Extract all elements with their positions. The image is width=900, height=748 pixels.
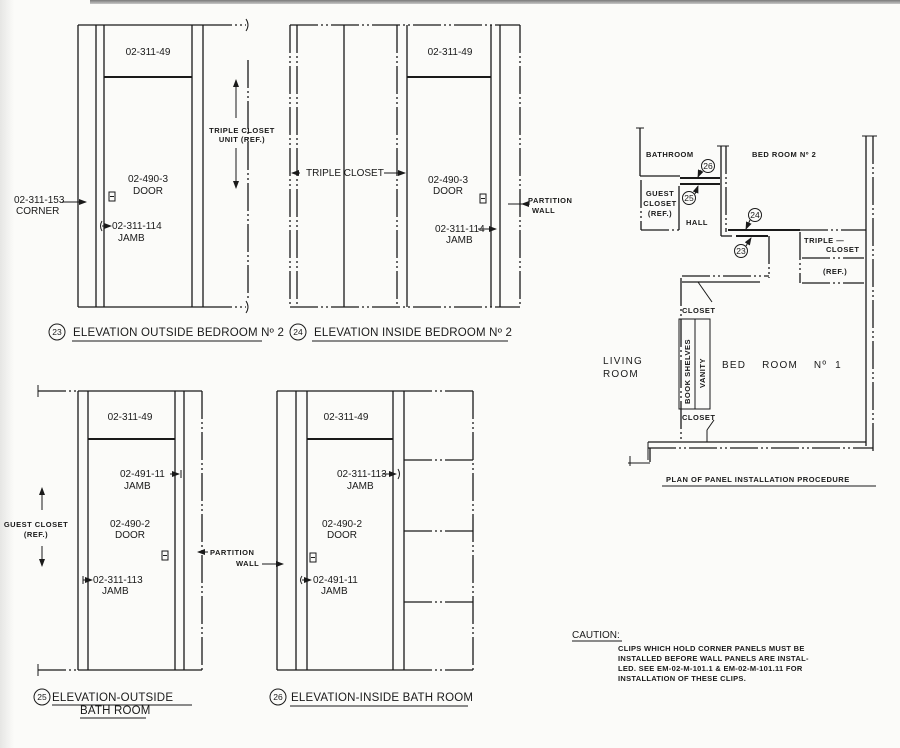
caution-line-4: INSTALLATION OF THESE CLIPS. — [618, 674, 746, 683]
door-code: 02-490-2 — [110, 519, 150, 530]
elevation-25-title-line1: ELEVATION-OUTSIDE — [52, 692, 173, 704]
jamb-bottom-label: JAMB — [321, 586, 348, 597]
transom-code: 02-311-49 — [428, 47, 473, 58]
closet-top-label: CLOSET — [682, 306, 715, 315]
scan-edge-band — [90, 0, 900, 4]
jamb-top-label: JAMB — [124, 481, 151, 492]
detail-marker-25 — [33, 688, 51, 706]
corner-code: 02-311-153 — [14, 195, 65, 206]
guest-closet-ref-line1: GUEST CLOSET — [4, 520, 68, 529]
vanity-label: VANITY — [698, 358, 707, 388]
book-shelves-label: BOOK SHELVES — [683, 339, 692, 404]
transom-code: 02-311-49 — [126, 47, 171, 58]
door-handle-icon — [108, 191, 116, 202]
door-label: DOOR — [115, 530, 145, 541]
door-label: DOOR — [433, 186, 463, 197]
door-code: 02-490-3 — [128, 174, 168, 185]
closet-bottom-label: CLOSET — [682, 413, 715, 422]
elevation-24-title: ELEVATION INSIDE BEDROOM Nº 2 — [314, 327, 512, 339]
jamb-top-code: 02-491-11 — [120, 469, 165, 480]
svg-text:24: 24 — [293, 327, 303, 337]
living-room-line2: ROOM — [603, 369, 639, 380]
elevation-24: 02-311-49 02-490-3 DOOR 02-311-114 JAMB … — [289, 24, 572, 342]
partition-wall-line2: WALL — [236, 559, 259, 568]
svg-text:26: 26 — [273, 692, 283, 702]
caution-note: CAUTION: CLIPS WHICH HOLD CORNER PANELS … — [572, 630, 809, 683]
guest-closet-ref-line2: (REF.) — [24, 530, 48, 539]
jamb-top-code: 02-311-113 — [337, 469, 387, 480]
svg-text:23: 23 — [52, 327, 62, 337]
door-handle-icon — [309, 552, 317, 563]
transom-code: 02-311-49 — [108, 412, 153, 423]
triple-closet-ref-line1: TRIPLE CLOSET — [209, 126, 275, 135]
plan-marker-23 — [734, 244, 748, 258]
caution-line-2: INSTALLED BEFORE WALL PANELS ARE INSTAL- — [618, 654, 809, 663]
svg-text:26: 26 — [703, 161, 713, 171]
jamb-label: JAMB — [446, 235, 473, 246]
living-room-line1: LIVING — [603, 356, 643, 367]
triple-closet-ref: (REF.) — [823, 267, 847, 276]
transom-code: 02-311-49 — [324, 412, 369, 423]
jamb-bottom-code: 02-491-11 — [313, 575, 358, 586]
caution-heading: CAUTION: — [572, 630, 620, 641]
caution-line-3: LED. SEE EM-02-M-101.1 & EM-02-M-101.11 … — [618, 664, 803, 673]
plan-marker-24 — [748, 208, 762, 222]
svg-text:25: 25 — [684, 193, 694, 203]
detail-marker-23 — [48, 323, 66, 341]
plan-title: PLAN OF PANEL INSTALLATION PROCEDURE — [666, 475, 850, 484]
plan-marker-26 — [701, 159, 715, 173]
jamb-bottom-label: JAMB — [102, 586, 129, 597]
triple-closet-line2: CLOSET — [826, 245, 859, 254]
corner-label: CORNER — [16, 206, 59, 217]
guest-closet-line3: (REF.) — [648, 209, 672, 218]
triple-closet-label: TRIPLE CLOSET — [306, 168, 384, 179]
door-label: DOOR — [133, 186, 163, 197]
guest-closet-line1: GUEST — [646, 189, 674, 198]
triple-closet-ref-line2: UNIT (REF.) — [219, 135, 265, 144]
elevation-26-title: ELEVATION-INSIDE BATH ROOM — [291, 692, 473, 704]
room-bedroom-2: BED ROOM Nº 2 — [752, 150, 816, 159]
plan-marker-25 — [682, 191, 696, 205]
partition-wall-line1: PARTITION — [210, 548, 254, 557]
jamb-code: 02-311-114 — [112, 221, 162, 232]
room-hall: HALL — [686, 218, 708, 227]
partition-wall-line1: PARTITION — [528, 196, 572, 205]
elevation-25-title-line2: BATH ROOM — [80, 705, 151, 717]
elevation-25: 02-311-49 02-491-11 JAMB 02-490-2 DOOR 0… — [4, 385, 284, 719]
partition-wall-line2: WALL — [532, 206, 555, 215]
guest-closet-line2: CLOSET — [643, 199, 676, 208]
elevation-23-title: ELEVATION OUTSIDE BEDROOM Nº 2 — [73, 327, 284, 339]
floor-plan: BATHROOM BED ROOM Nº 2 GUEST CLOSET (REF… — [603, 127, 877, 487]
svg-text:24: 24 — [750, 210, 760, 220]
door-handle-icon — [479, 193, 487, 204]
jamb-label: JAMB — [118, 233, 145, 244]
jamb-top-label: JAMB — [347, 481, 374, 492]
scan-edge-shade — [0, 0, 14, 748]
elevation-23: 02-311-49 02-490-3 DOOR 02-311-114 JAMB … — [14, 18, 284, 342]
room-bathroom: BATHROOM — [646, 150, 694, 159]
door-handle-icon — [161, 550, 169, 561]
jamb-bottom-code: 02-311-113 — [93, 575, 143, 586]
door-code: 02-490-2 — [322, 519, 362, 530]
detail-marker-24 — [289, 323, 307, 341]
elevation-26: 02-311-49 02-311-113 JAMB 02-490-2 DOOR … — [269, 390, 474, 707]
door-code: 02-490-3 — [428, 175, 468, 186]
caution-line-1: CLIPS WHICH HOLD CORNER PANELS MUST BE — [618, 644, 805, 653]
door-label: DOOR — [327, 530, 357, 541]
triple-closet-line1: TRIPLE — — [804, 236, 844, 245]
svg-text:25: 25 — [37, 692, 47, 702]
svg-text:23: 23 — [736, 246, 746, 256]
detail-marker-26 — [269, 688, 287, 706]
room-bedroom-1: BED ROOM Nº 1 — [722, 360, 842, 371]
jamb-code: 02-311-114 — [435, 224, 485, 235]
